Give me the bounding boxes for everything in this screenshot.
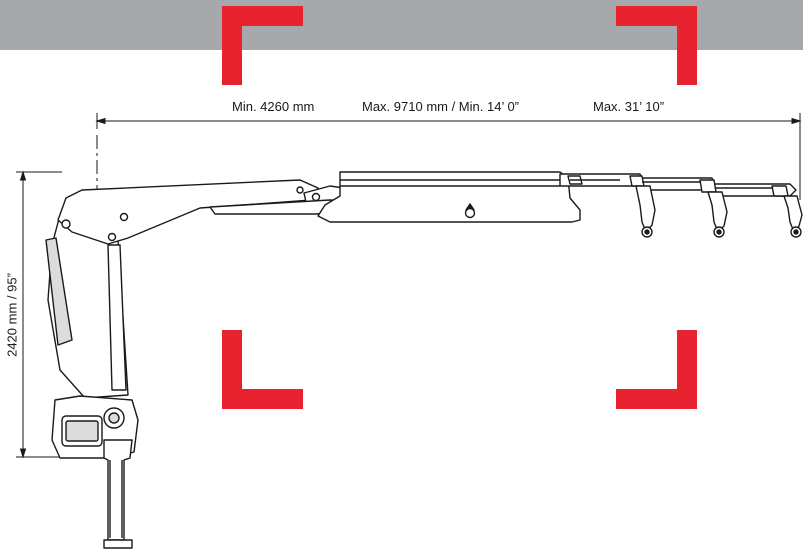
hook-1 xyxy=(635,185,656,238)
corner-mark-top-right xyxy=(616,6,697,85)
hook-2 xyxy=(707,191,728,238)
dimension-vertical-label: 2420 mm / 95” xyxy=(4,272,20,357)
dimension-min-mm-label: Min. 4260 mm xyxy=(232,99,315,114)
stabilizer-leg xyxy=(103,439,133,541)
corner-mark-bottom-left xyxy=(222,330,303,409)
corner-mark-top-left xyxy=(222,6,303,85)
dimension-max-mm-min-ft-label: Max. 9710 mm / Min. 14’ 0” xyxy=(362,99,520,114)
horizontal-dimension xyxy=(95,113,802,200)
corner-mark-bottom-right xyxy=(616,330,697,409)
dimension-max-ft-label: Max. 31’ 10” xyxy=(593,99,665,114)
crane xyxy=(45,171,803,549)
hook-3 xyxy=(783,195,803,238)
dimension-vertical-label-wrap: 2420 mm / 95” xyxy=(0,172,24,457)
corner-marks xyxy=(222,6,697,409)
